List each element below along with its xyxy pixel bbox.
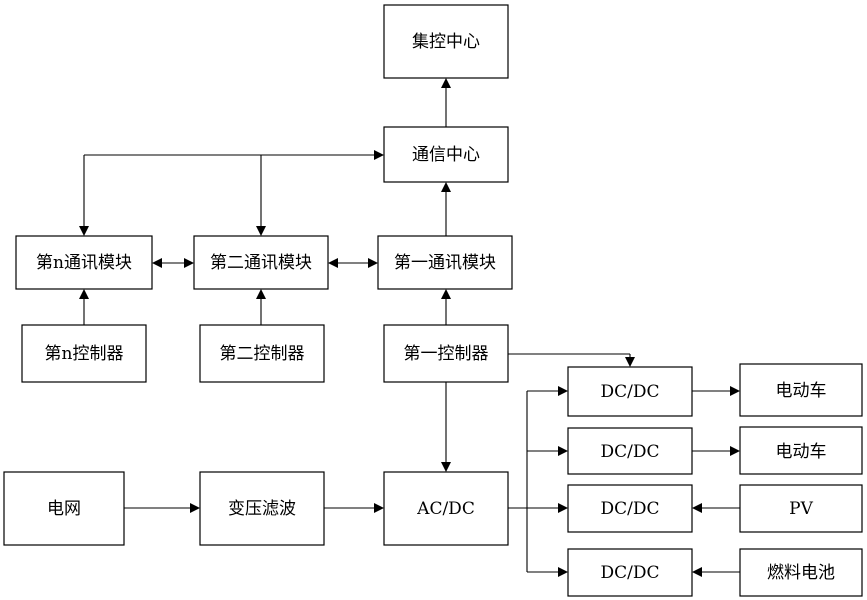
node-dcdc-3: DC/DC: [568, 485, 692, 532]
edge-controller-1-to-dcdc-1: [508, 354, 635, 367]
edge-comm-2-comm-1: [328, 258, 378, 268]
node-fuel-cell: 燃料电池: [740, 549, 862, 596]
node-transformer-filter: 变压滤波: [200, 472, 324, 545]
ev-1-label: 电动车: [776, 381, 827, 401]
node-comm-module-1: 第一通讯模块: [378, 236, 512, 289]
node-dcdc-2: DC/DC: [568, 428, 692, 474]
transformer-filter-label: 变压滤波: [228, 499, 296, 519]
controller-1-label: 第一控制器: [404, 344, 489, 364]
edge-fuel-cell-to-dcdc-4: [692, 567, 740, 577]
dcdc-4-label: DC/DC: [600, 563, 659, 583]
pv-label: PV: [789, 499, 813, 519]
node-ev-1: 电动车: [740, 364, 862, 416]
control-center-label: 集控中心: [412, 32, 480, 52]
dcdc-3-label: DC/DC: [600, 499, 659, 519]
edge-dcdc-2-to-ev-2: [692, 446, 740, 456]
node-controller-2: 第二控制器: [200, 325, 324, 382]
fuel-cell-label: 燃料电池: [767, 563, 835, 583]
grid-label: 电网: [47, 499, 81, 519]
node-ev-2: 电动车: [740, 427, 862, 474]
edge-controller-n-to-comm-n: [79, 289, 89, 325]
edge-grid-to-transformer: [124, 503, 200, 513]
edge-comm-center-bus: [79, 150, 384, 236]
node-controller-1: 第一控制器: [384, 325, 508, 382]
edge-transformer-to-acdc: [324, 503, 384, 513]
dcdc-1-label: DC/DC: [600, 382, 659, 402]
node-dcdc-4: DC/DC: [568, 549, 692, 596]
edge-controller-1-to-acdc: [441, 382, 451, 472]
ev-2-label: 电动车: [776, 442, 827, 462]
node-grid: 电网: [4, 472, 124, 545]
edge-comm-n-comm-2: [152, 258, 194, 268]
node-comm-center: 通信中心: [384, 127, 508, 182]
comm-module-2-label: 第二通讯模块: [210, 253, 312, 273]
edge-pv-to-dcdc-3: [692, 503, 740, 513]
node-acdc: AC/DC: [384, 472, 508, 545]
node-control-center: 集控中心: [384, 5, 508, 78]
comm-center-label: 通信中心: [412, 145, 480, 165]
acdc-label: AC/DC: [416, 499, 475, 519]
controller-n-label: 第n控制器: [45, 344, 124, 364]
controller-2-label: 第二控制器: [220, 344, 305, 364]
edge-acdc-dc-bus: [508, 386, 568, 577]
edge-comm-module-1-to-comm-center: [441, 182, 451, 236]
comm-module-1-label: 第一通讯模块: [394, 253, 496, 273]
node-controller-n: 第n控制器: [22, 325, 146, 382]
node-comm-module-n: 第n通讯模块: [16, 236, 152, 289]
edge-dcdc-1-to-ev-1: [692, 386, 740, 396]
node-dcdc-1: DC/DC: [568, 367, 692, 416]
node-comm-module-2: 第二通讯模块: [194, 236, 328, 289]
dcdc-2-label: DC/DC: [600, 442, 659, 462]
edge-controller-2-to-comm-2: [256, 289, 266, 325]
edge-controller-1-to-comm-1: [441, 289, 451, 325]
node-pv: PV: [740, 485, 862, 532]
comm-module-n-label: 第n通讯模块: [36, 253, 132, 273]
edge-comm-center-to-control-center: [441, 78, 451, 127]
